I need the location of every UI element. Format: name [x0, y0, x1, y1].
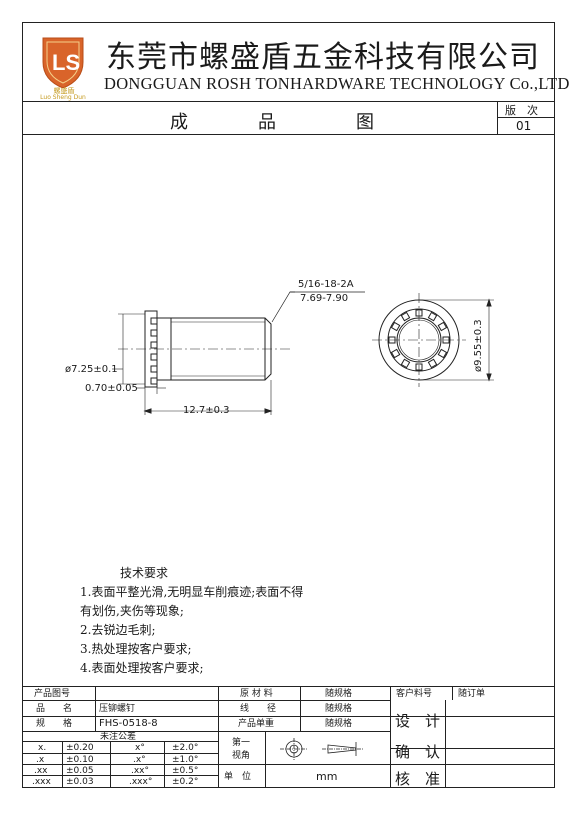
tol-angle-4: ±0.2°: [172, 777, 199, 787]
spec-label: 规 格: [36, 719, 73, 729]
thread-range-label: 7.69-7.90: [300, 293, 349, 304]
wire-label: 线 径: [240, 704, 277, 714]
approve-label: 核 准: [395, 770, 441, 788]
projection-label-2: 视角: [232, 751, 251, 761]
sheet-title-char-2: 品: [258, 112, 276, 133]
company-name-cn: 东莞市螺盛盾五金科技有限公司: [106, 40, 540, 75]
customer-no-value: 随订单: [458, 689, 486, 699]
knurl-tooth: [400, 358, 411, 369]
notes-heading: 技术要求: [120, 566, 169, 580]
note-line-5: 4.表面处理按客户要求;: [80, 661, 204, 675]
tech-notes: 技术要求 1.表面平整光滑,无明显车削痕迹;表面不得 有划伤,夹伤等现象; 2.…: [80, 564, 303, 678]
projection-label-1: 第一: [232, 738, 251, 748]
company-logo: LS 螺盛盾 Luo Sheng Dun: [34, 30, 92, 101]
knurl-tooth: [390, 321, 401, 332]
knurl-tooth: [390, 348, 401, 359]
tol-digits-1: x.: [38, 743, 47, 753]
tol-angle-1: ±2.0°: [172, 743, 199, 753]
version-value: 01: [516, 119, 532, 133]
name-label: 品 名: [36, 704, 73, 714]
tol-linear-4: ±0.03: [66, 777, 94, 787]
tol-digits-4: .xxx: [32, 777, 51, 787]
thread-spec-label: 5/16-18-2A: [298, 279, 354, 290]
logo-caption-en: Luo Sheng Dun: [40, 94, 86, 101]
tol-digits-2: .x: [36, 755, 45, 765]
tol-digits-3: .xx: [34, 766, 48, 776]
wire-value: 随规格: [325, 704, 353, 714]
logo-shield-icon: LS: [42, 37, 84, 89]
flange-thickness-label: 0.70±0.05: [85, 383, 138, 394]
customer-no-label: 客户料号: [396, 689, 433, 699]
unit-weight-label: 产品单重: [238, 719, 275, 729]
confirm-label: 确 认: [395, 743, 441, 761]
tol-linear-1: ±0.20: [66, 743, 94, 753]
tol-angle-3: ±0.5°: [172, 766, 199, 776]
knurl-tooth: [437, 348, 448, 359]
tol-angle-digits-1: x°: [135, 743, 145, 753]
tol-angle-digits-3: .xx°: [131, 766, 150, 776]
sheet-title-char-3: 图: [356, 112, 374, 133]
title-divider: [22, 134, 555, 135]
note-line-3: 2.去锐边毛刺;: [80, 623, 156, 637]
product-no-label: 产品图号: [34, 689, 71, 699]
tol-linear-2: ±0.10: [66, 755, 94, 765]
note-line-4: 3.热处理按客户要求;: [80, 642, 192, 656]
company-name-en: DONGGUAN ROSH TONHARDWARE TECHNOLOGY Co.…: [104, 74, 570, 93]
knurl-tooth: [427, 358, 438, 369]
material-label: 原 材 料: [240, 689, 273, 699]
unit-value: mm: [316, 770, 338, 783]
head-diameter-label: ø7.25±0.1: [65, 364, 118, 375]
knurl-tooth: [427, 311, 438, 322]
logo-caption-cn: 螺盛盾: [53, 87, 75, 95]
version-label: 版 次: [505, 104, 538, 117]
first-angle-projection-icon: [280, 738, 364, 760]
unit-label: 单 位: [224, 772, 252, 782]
length-label: 12.7±0.3: [183, 405, 230, 416]
tol-angle-digits-2: .x°: [133, 755, 146, 765]
tol-angle-2: ±1.0°: [172, 755, 199, 765]
knurl-tooth: [437, 321, 448, 332]
material-value: 随规格: [325, 689, 353, 699]
name-value: 压铆螺钉: [99, 704, 136, 714]
note-line-2: 有划伤,夹伤等现象;: [80, 604, 184, 618]
design-label: 设 计: [395, 712, 441, 730]
tol-angle-digits-4: .xxx°: [129, 777, 153, 787]
header-divider: [22, 101, 555, 102]
unit-weight-value: 随规格: [325, 719, 353, 729]
sheet-title-char-1: 成: [170, 112, 188, 133]
spec-value: FHS-0518-8: [99, 718, 158, 729]
outer-diameter-label: ø9.55±0.3: [473, 319, 484, 372]
tolerance-heading: 未注公差: [100, 732, 137, 742]
version-row-divider: [497, 117, 555, 118]
drawing-frame: [22, 22, 555, 788]
knurl-teeth: [150, 317, 158, 385]
note-line-1: 1.表面平整光滑,无明显车削痕迹;表面不得: [80, 585, 304, 599]
tol-linear-3: ±0.05: [66, 766, 94, 776]
logo-letters: LS: [52, 50, 80, 75]
knurl-tooth: [400, 311, 411, 322]
